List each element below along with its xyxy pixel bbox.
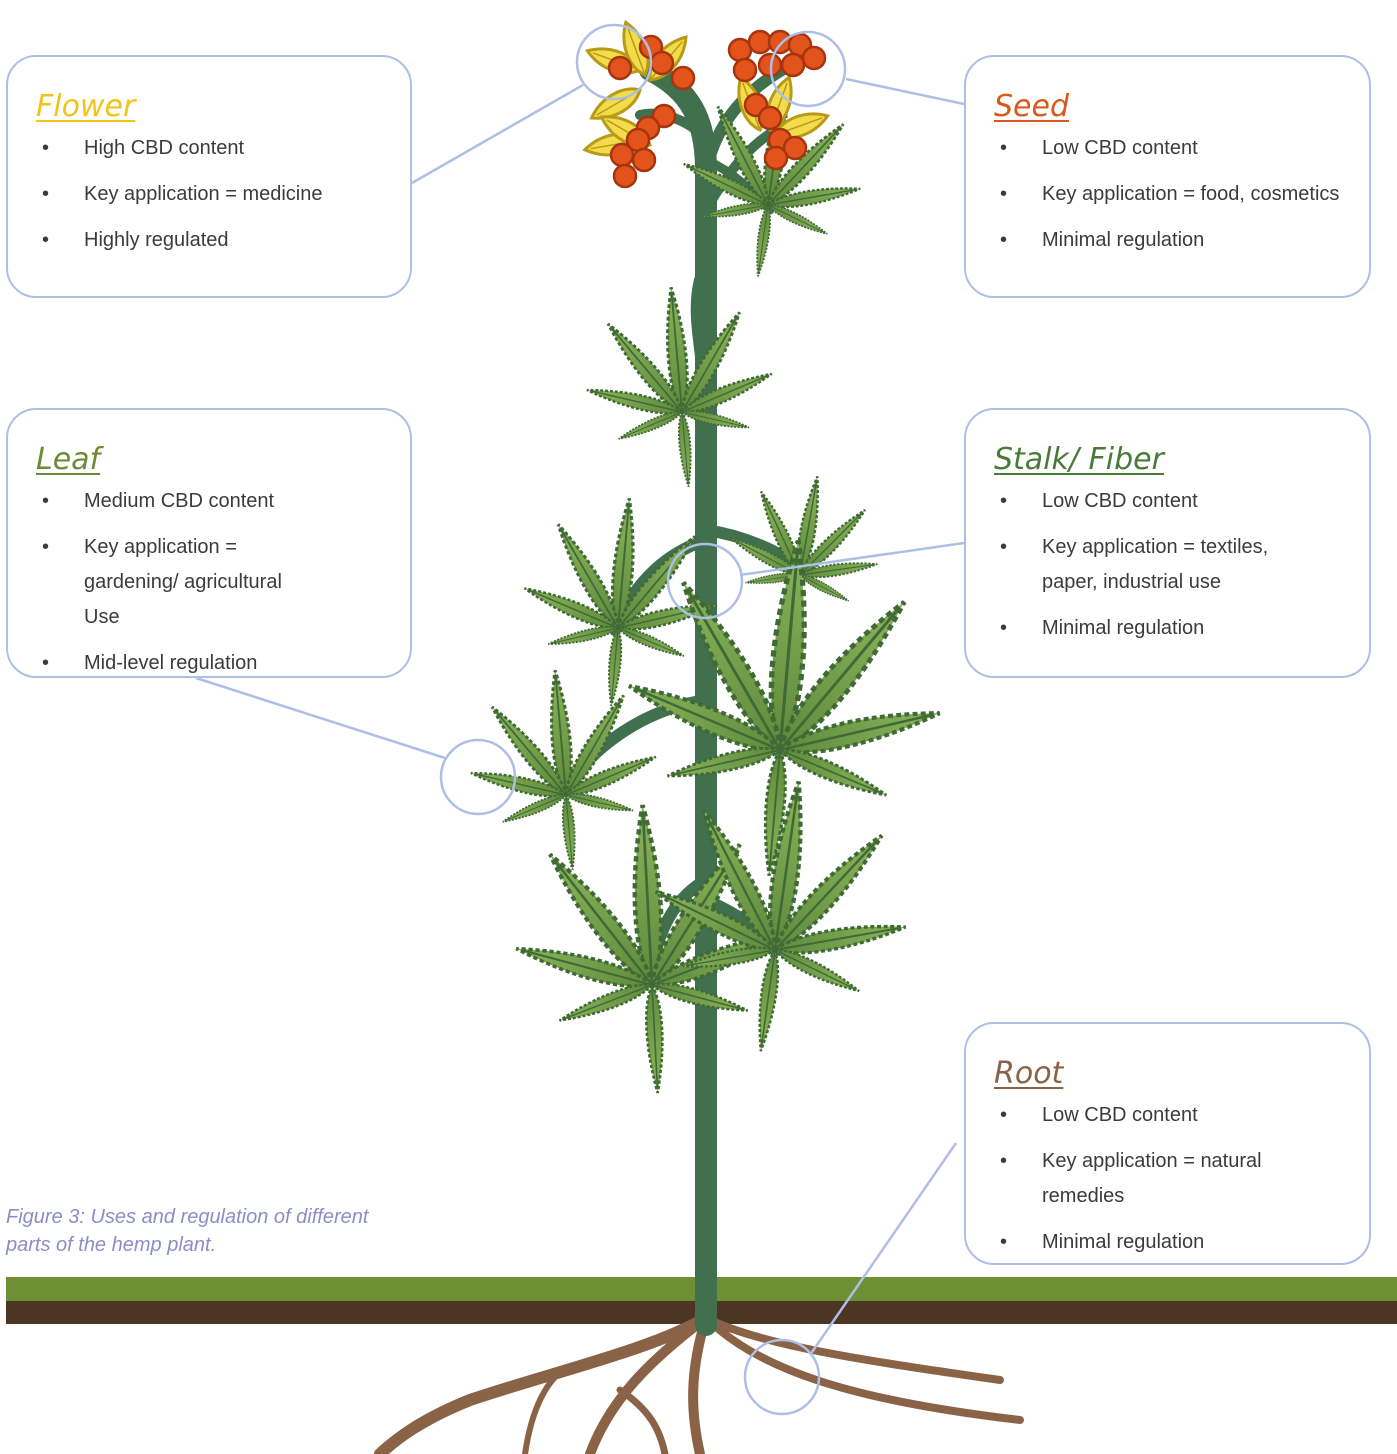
callout-flower: Flower High CBD content Key application … <box>6 55 412 298</box>
list-item: Highly regulated <box>36 223 388 258</box>
figure-caption: Figure 3: Uses and regulation of differe… <box>6 1203 406 1259</box>
list-item: Low CBD content <box>994 484 1347 519</box>
list-item: Minimal regulation <box>994 611 1347 646</box>
callout-root: Root Low CBD content Key application = n… <box>964 1022 1371 1265</box>
list-item: High CBD content <box>36 131 388 166</box>
list-item: Key application = food, cosmetics <box>994 177 1347 212</box>
list-item: Key application = natural remedies <box>994 1144 1347 1214</box>
callout-stalk-fiber: Stalk/ Fiber Low CBD content Key applica… <box>964 408 1371 678</box>
list-item: Key application = gardening/ agricultura… <box>36 530 314 635</box>
list-item: Medium CBD content <box>36 484 388 519</box>
callout-leaf: Leaf Medium CBD content Key application … <box>6 408 412 678</box>
callout-stalk-title: Stalk/ Fiber <box>994 440 1347 480</box>
callout-root-list: Low CBD content Key application = natura… <box>994 1098 1347 1260</box>
callout-leaf-list: Medium CBD content Key application = gar… <box>36 484 388 681</box>
callout-flower-list: High CBD content Key application = medic… <box>36 131 388 258</box>
callout-leaf-title: Leaf <box>36 440 388 480</box>
list-item: Low CBD content <box>994 1098 1347 1133</box>
list-item: Minimal regulation <box>994 223 1347 258</box>
list-item: Low CBD content <box>994 131 1347 166</box>
list-item: Mid-level regulation <box>36 646 388 681</box>
callout-seed-title: Seed <box>994 87 1347 127</box>
list-item: Key application = medicine <box>36 177 388 212</box>
callout-seed: Seed Low CBD content Key application = f… <box>964 55 1371 298</box>
callout-stalk-list: Low CBD content Key application = textil… <box>994 484 1347 646</box>
list-item: Key application = textiles, paper, indus… <box>994 530 1292 600</box>
list-item: Minimal regulation <box>994 1225 1347 1260</box>
roots <box>380 1318 1020 1454</box>
callout-root-title: Root <box>994 1054 1347 1094</box>
callout-flower-title: Flower <box>36 87 388 127</box>
callout-seed-list: Low CBD content Key application = food, … <box>994 131 1347 258</box>
